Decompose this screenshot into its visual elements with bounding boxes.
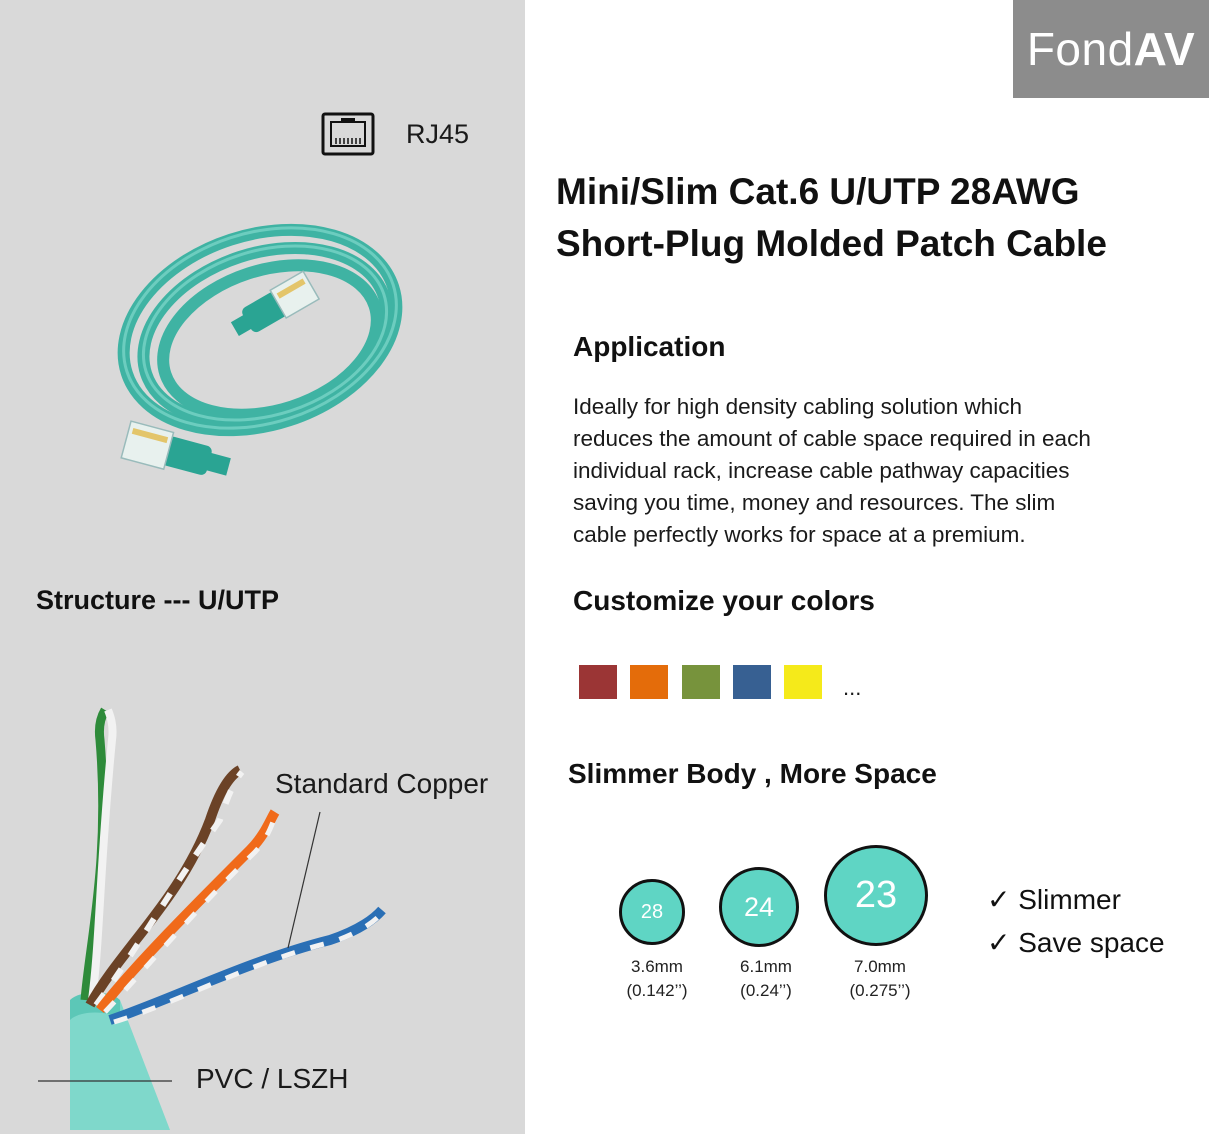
more-colors-ellipsis: ...	[843, 675, 862, 700]
awg-28-value: 28	[640, 900, 664, 923]
awg-23-caption: 7.0mm (0.275’’)	[820, 955, 940, 1003]
benefit-label: Save space	[1018, 927, 1165, 958]
application-text: Ideally for high density cabling solutio…	[573, 391, 1193, 551]
application-line: saving you time, money and resources. Th…	[573, 490, 1056, 515]
benefit-save-space: ✓ Save space	[987, 926, 1165, 959]
awg-24-circle: 24	[719, 867, 799, 947]
comparison-heading: Slimmer Body , More Space	[568, 758, 937, 789]
awg-23-value: 23	[854, 874, 898, 916]
application-line: cable perfectly works for space at a pre…	[573, 522, 1026, 547]
structure-heading: Structure --- U/UTP	[36, 585, 279, 615]
awg-28-circle: 28	[619, 879, 685, 945]
benefit-slimmer: ✓ Slimmer	[987, 883, 1121, 916]
page-title: Mini/Slim Cat.6 U/UTP 28AWG Short-Plug M…	[556, 166, 1107, 270]
benefit-label: Slimmer	[1018, 884, 1121, 915]
connector-label: RJ45	[406, 119, 470, 149]
copper-label: Standard Copper	[275, 768, 489, 799]
check-icon: ✓	[987, 884, 1011, 915]
color-swatch-green	[682, 665, 720, 699]
patch-cable-illustration	[117, 223, 403, 476]
color-swatch-orange	[630, 665, 668, 699]
awg-24-size: 6.1mm	[740, 957, 792, 976]
color-swatch-red	[579, 665, 617, 699]
brand-logo-text: Fond	[1026, 23, 1134, 75]
check-icon: ✓	[987, 927, 1011, 958]
awg-28-caption: 3.6mm (0.142’’)	[597, 955, 717, 1003]
awg-24-value: 24	[743, 891, 775, 922]
title-line-1: Mini/Slim Cat.6 U/UTP 28AWG	[556, 171, 1080, 212]
application-line: individual rack, increase cable pathway …	[573, 458, 1070, 483]
application-heading: Application	[573, 331, 726, 362]
rj45-port-icon	[321, 112, 375, 156]
title-line-2: Short-Plug Molded Patch Cable	[556, 223, 1107, 264]
brand-logo-bold: AV	[1133, 23, 1196, 75]
application-line: reduces the amount of cable space requir…	[573, 426, 1091, 451]
brand-logo: FondAV	[1013, 0, 1209, 98]
awg-24-inch: (0.24’’)	[740, 981, 792, 1000]
awg-23-circle: 23	[824, 845, 928, 946]
awg-23-size: 7.0mm	[854, 957, 906, 976]
twisted-pair-cutaway	[38, 707, 386, 1130]
awg-28-inch: (0.142’’)	[626, 981, 688, 1000]
awg-24-caption: 6.1mm (0.24’’)	[706, 955, 826, 1003]
color-swatch-yellow	[784, 665, 822, 699]
awg-23-inch: (0.275’’)	[849, 981, 911, 1000]
awg-28-size: 3.6mm	[631, 957, 683, 976]
color-swatch-blue	[733, 665, 771, 699]
application-line: Ideally for high density cabling solutio…	[573, 394, 1023, 419]
colors-heading: Customize your colors	[573, 585, 875, 616]
jacket-label: PVC / LSZH	[196, 1063, 349, 1094]
